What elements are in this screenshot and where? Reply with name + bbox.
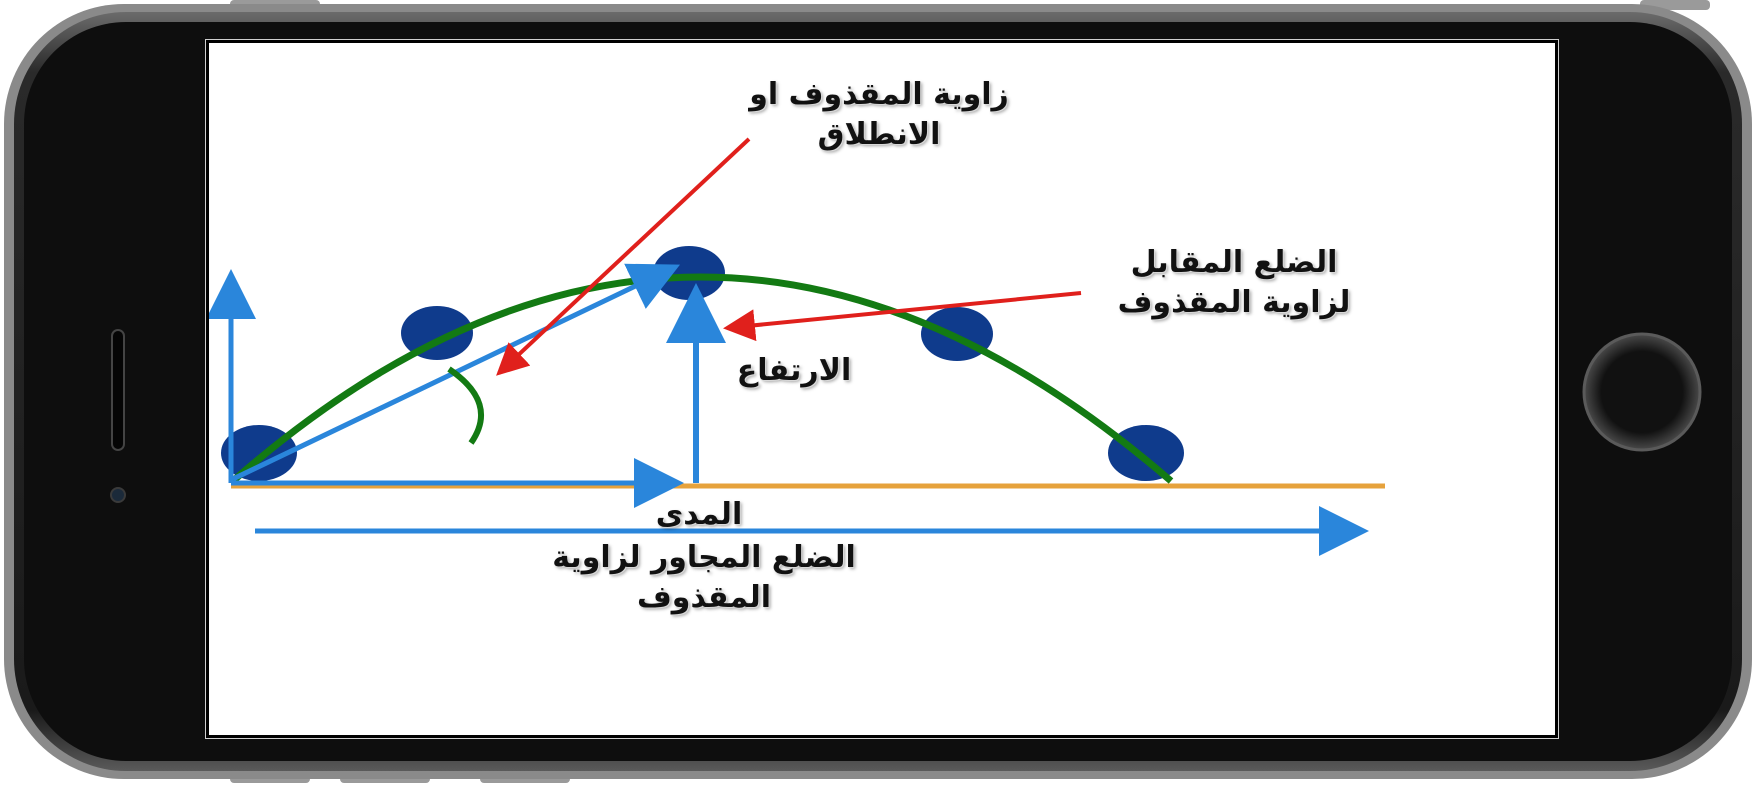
opposite-side-label-line1: الضلع المقابل <box>1130 245 1338 280</box>
projectile-diagram <box>209 137 1385 556</box>
trajectory-curve <box>230 273 1174 484</box>
screen: زاوية المقذوف او الانطلاق الضلع المقابل … <box>205 39 1559 739</box>
front-camera <box>110 487 126 503</box>
launch-angle-arc <box>447 366 484 445</box>
angle-pointer <box>496 137 751 376</box>
height-label-text: الارتفاع <box>736 353 852 388</box>
range-label: المدى <box>639 495 759 535</box>
opposite-side-label-line2: لزاوية المقذوف <box>1117 285 1351 320</box>
opposite-side-label: الضلع المقابل لزاوية المقذوف <box>1089 243 1379 323</box>
projectile-position <box>401 306 473 360</box>
launch-angle-label: زاوية المقذوف او الانطلاق <box>699 75 1059 155</box>
adjacent-side-label-line2: المقذوف <box>636 580 772 615</box>
adjacent-side-label: الضلع المجاور لزاوية المقذوف <box>494 538 914 618</box>
adjacent-side-label-line1: الضلع المجاور لزاوية <box>552 540 856 575</box>
launch-angle-label-line2: الانطلاق <box>817 117 941 152</box>
range-label-text: المدى <box>655 497 743 532</box>
height-pointer <box>723 291 1082 342</box>
height-label: الارتفاع <box>714 351 874 391</box>
home-button[interactable] <box>1582 332 1702 452</box>
projectile-position <box>221 425 297 481</box>
projectile-position <box>1108 425 1184 481</box>
speaker-slot <box>111 329 125 451</box>
launch-angle-label-line1: زاوية المقذوف او <box>749 77 1009 112</box>
